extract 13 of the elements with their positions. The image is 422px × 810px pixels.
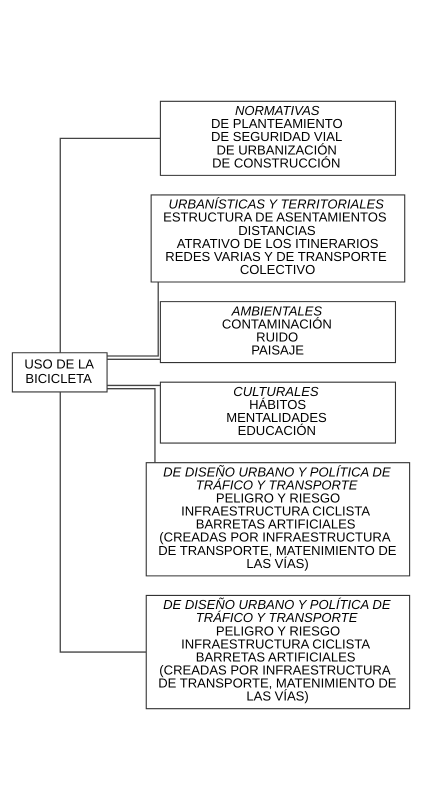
node-box: AMBIENTALES CONTAMINACIÓN RUIDO PAISAJE <box>160 301 396 364</box>
node-box: URBANÍSTICAS Y TERRITORIALES ESTRUCTURA DE ASENTAMIENTOS DISTANCIAS ATRATIVO DE LOS ITINERARIOS REDES VARIAS Y DE TRANSPORTE COLECTIVO <box>150 194 406 283</box>
node-box: USO DE LA BICICLETA <box>12 352 108 392</box>
node-box: CULTURALES HÁBITOS MENTALIDADES EDUCACIÓN <box>160 382 396 444</box>
connector <box>60 392 146 653</box>
connector <box>107 384 160 386</box>
connector <box>107 388 156 462</box>
node-box: DE DISEÑO URBANO Y POLÍTICA DE TRÁFICO Y TRANSPORTE PELIGRO Y RIESGO INFRAESTRUCTURA CICLISTA BARRETAS ARTIFICIALES (CREADAS POR INFRAESTRUCTURA DE TRANSPORTE, MATENIMIENTO DE LAS VÍAS) <box>146 462 410 576</box>
node-box: DE DISEÑO URBANO Y POLÍTICA DE TRÁFICO Y TRANSPORTE PELIGRO Y RIESGO INFRAESTRUCTURA CICLISTA BARRETAS ARTIFICIALES (CREADAS POR INFRAESTRUCTURA DE TRANSPORTE, MATENIMIENTO DE LAS VÍAS) <box>146 594 410 710</box>
connector <box>107 282 159 357</box>
connector <box>107 358 160 360</box>
connector <box>60 138 160 352</box>
node-box: NORMATIVAS DE PLANTEAMIENTO DE SEGURIDAD VIAL DE URBANIZACIÓN DE CONSTRUCCIÓN <box>160 100 396 176</box>
